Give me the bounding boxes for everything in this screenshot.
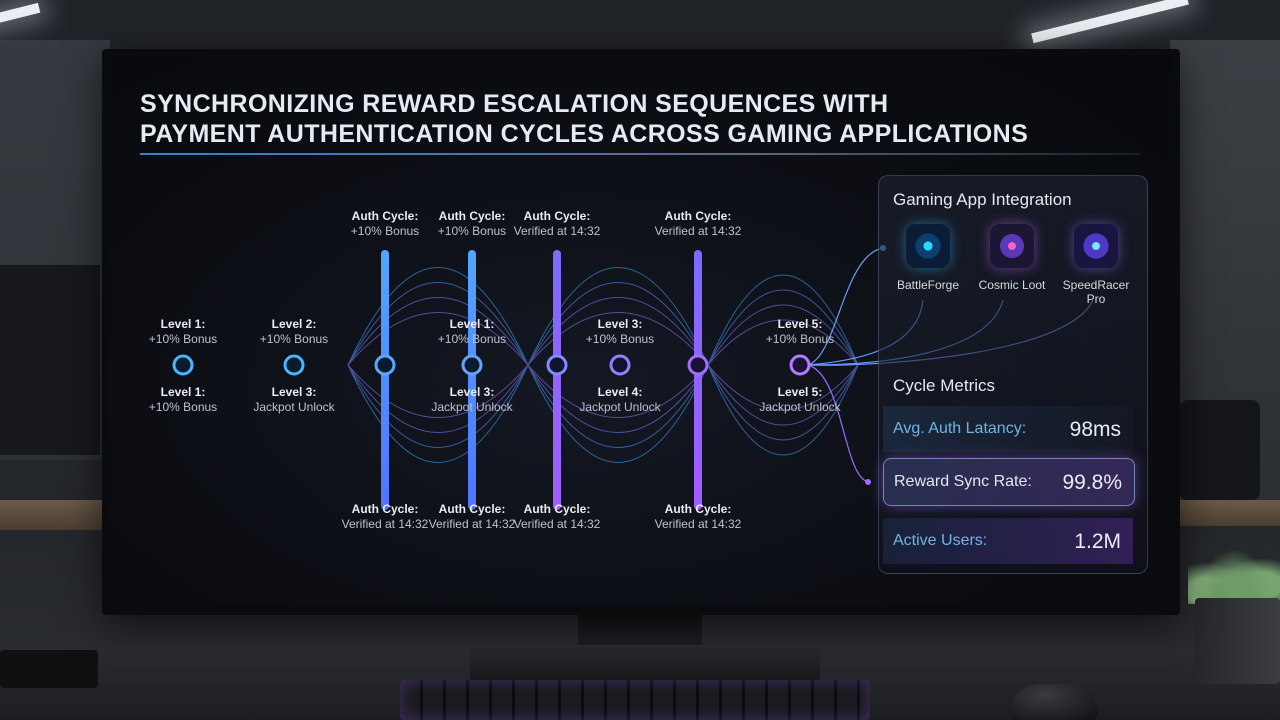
metric-value: 99.8% — [1062, 471, 1122, 494]
cosmic-loot-icon — [990, 224, 1034, 268]
auth-cycle-label: Auth Cycle:Verified at 14:32 — [513, 209, 601, 238]
timeline-node[interactable] — [172, 354, 194, 376]
auth-cycle-label: Auth Cycle:Verified at 14:32 — [513, 502, 601, 531]
level-label: Level 1:+10% Bonus — [148, 385, 218, 414]
level-label: Level 5:+10% Bonus — [765, 317, 835, 346]
timeline-node[interactable] — [609, 354, 631, 376]
timeline-node[interactable] — [461, 354, 483, 376]
battleforge-icon — [906, 224, 950, 268]
app-name: Cosmic Loot — [978, 278, 1046, 292]
metric-label: Active Users: — [893, 532, 988, 549]
metric-label: Reward Sync Rate: — [894, 473, 1032, 490]
auth-cycle-label: Auth Cycle:Verified at 14:32 — [341, 502, 429, 531]
app-battleforge[interactable]: BattleForge — [885, 224, 971, 292]
level-label: Level 1:+10% Bonus — [437, 317, 507, 346]
connector-dot — [865, 479, 871, 485]
mouse[interactable] — [1010, 684, 1098, 720]
auth-bar — [553, 250, 561, 510]
timeline-node[interactable] — [789, 354, 811, 376]
screen: SYNCHRONIZING REWARD ESCALATION SEQUENCE… — [108, 55, 1174, 605]
level-label: Level 5:Jackpot Unlock — [759, 385, 841, 414]
app-speedracer-pro[interactable]: SpeedRacer Pro — [1053, 224, 1139, 306]
shelf — [0, 265, 100, 455]
title-line-1: SYNCHRONIZING REWARD ESCALATION SEQUENCE… — [140, 90, 889, 118]
app-name: BattleForge — [896, 278, 960, 292]
app-cosmic-loot[interactable]: Cosmic Loot — [969, 224, 1055, 292]
integration-title: Gaming App Integration — [893, 190, 1072, 209]
ceiling-light — [1031, 0, 1189, 44]
auth-bar — [694, 250, 702, 510]
desk — [1175, 500, 1280, 526]
auth-cycle-label: Auth Cycle:+10% Bonus — [350, 209, 420, 238]
metric-value: 98ms — [1069, 418, 1121, 441]
integration-panel: Gaming App Integration BattleForge Cosmi… — [878, 175, 1148, 574]
level-label: Level 3:Jackpot Unlock — [253, 385, 335, 414]
page-title: SYNCHRONIZING REWARD ESCALATION SEQUENCE… — [140, 89, 1100, 149]
wave-bundle — [347, 267, 859, 463]
chair — [1180, 400, 1260, 500]
monitor-stand-base — [470, 645, 820, 683]
level-label: Level 3:Jackpot Unlock — [431, 385, 513, 414]
auth-cycle-label: Auth Cycle:Verified at 14:32 — [428, 502, 516, 531]
level-label: Level 4:Jackpot Unlock — [579, 385, 661, 414]
timeline-nodes — [172, 354, 811, 376]
ceiling-light — [0, 2, 41, 28]
timeline-node[interactable] — [374, 354, 396, 376]
auth-cycle-label: Auth Cycle:Verified at 14:32 — [654, 209, 742, 238]
metric-auth-latency: Avg. Auth Latancy: 98ms — [883, 406, 1133, 452]
usb-hub — [0, 650, 98, 688]
title-divider — [140, 153, 1140, 155]
level-label: Level 3:+10% Bonus — [585, 317, 655, 346]
metrics-title: Cycle Metrics — [893, 376, 996, 395]
monitor-stand — [578, 610, 702, 650]
auth-cycle-label: Auth Cycle:Verified at 14:32 — [654, 502, 742, 531]
sync-diagram — [172, 245, 1094, 510]
keyboard[interactable] — [400, 680, 870, 720]
metric-active-users: Active Users: 1.2M — [883, 518, 1133, 564]
auth-bar — [381, 250, 389, 510]
title-line-2: PAYMENT AUTHENTICATION CYCLES ACROSS GAM… — [140, 120, 1029, 148]
metric-reward-sync-rate: Reward Sync Rate: 99.8% — [883, 458, 1135, 506]
auth-cycle-label: Auth Cycle:+10% Bonus — [437, 209, 507, 238]
level-label: Level 1:+10% Bonus — [148, 317, 218, 346]
timeline-node[interactable] — [283, 354, 305, 376]
plant — [1188, 540, 1280, 604]
timeline-node[interactable] — [546, 354, 568, 376]
level-label: Level 2:+10% Bonus — [259, 317, 329, 346]
desk — [0, 500, 110, 530]
metric-value: 1.2M — [1074, 530, 1121, 553]
metric-label: Avg. Auth Latancy: — [893, 420, 1027, 437]
app-name: SpeedRacer Pro — [1062, 278, 1130, 306]
monitor: SYNCHRONIZING REWARD ESCALATION SEQUENCE… — [102, 49, 1180, 615]
speedracer-icon — [1074, 224, 1118, 268]
auth-bar — [468, 250, 476, 510]
timeline-node[interactable] — [687, 354, 709, 376]
plant-pot — [1195, 598, 1280, 684]
